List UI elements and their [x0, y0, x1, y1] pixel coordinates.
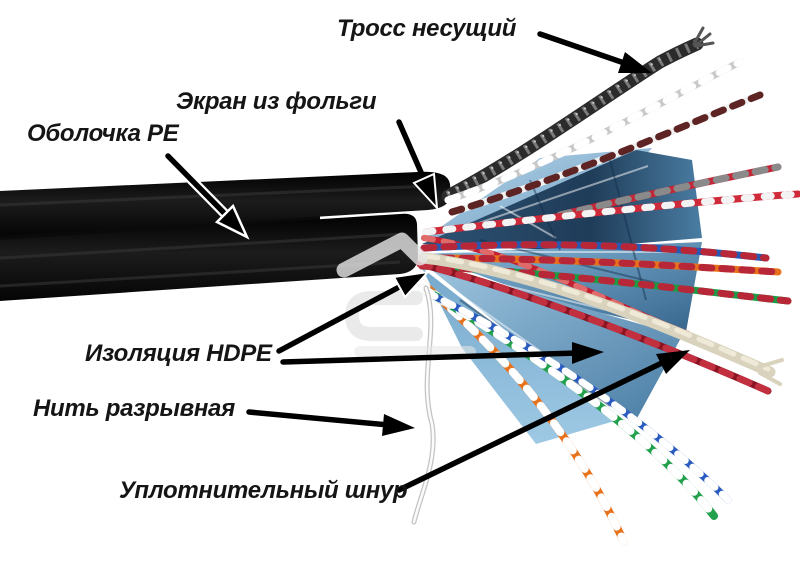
jacket-upper [0, 171, 451, 236]
watermark [336, 232, 476, 358]
label-jacket-pe: Оболочка PE [27, 120, 179, 147]
arrow-messenger [537, 31, 652, 73]
label-sealing-cord: Уплотнительный шнур [119, 477, 408, 504]
arrow-insulation-hdpe-1 [276, 270, 431, 354]
label-foil-shield: Экран из фольги [176, 88, 377, 115]
arrow-foil-shield [396, 119, 439, 211]
arrow-sealing-cord [396, 350, 690, 493]
arrow-insulation-hdpe-2 [280, 342, 604, 365]
sealing-cord [418, 252, 784, 386]
arrow-jacket-pe [163, 151, 250, 240]
twisted-pairs [414, 58, 800, 546]
annotation-arrows [163, 31, 690, 493]
messenger-frayed-tip [692, 26, 715, 48]
rip-cord [411, 285, 436, 525]
messenger-wire [441, 26, 715, 203]
arrow-rip-cord [246, 409, 415, 436]
label-insulation-hdpe: Изоляция HDPE [85, 340, 272, 367]
label-rip-cord: Нить разрывная [33, 395, 235, 422]
jacket-pe-cables [0, 171, 451, 301]
label-messenger: Тросс несущий [337, 15, 517, 42]
